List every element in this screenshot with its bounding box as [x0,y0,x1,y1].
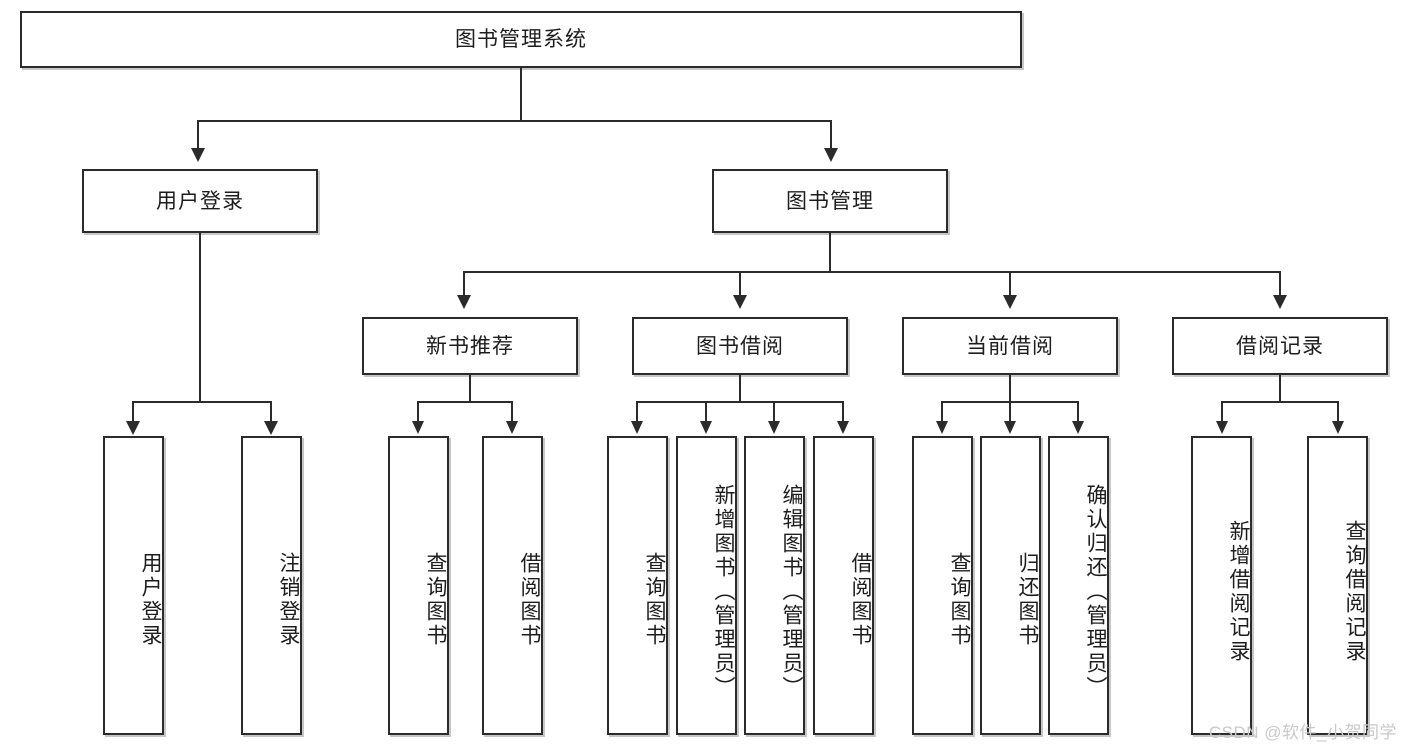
leaf-user-login[interactable]: 用户登录 [103,436,164,735]
node-label: 注销登录 [277,551,300,648]
csdn-watermark: CSDN @软件_小贺同学 [1208,723,1397,742]
arrow-to-leaf-cb-query [936,421,948,434]
arrow-to-new-book [457,295,471,309]
connector-new-book-bus [417,401,513,403]
arrow-to-leaf-user-login [126,421,140,435]
node-book-borrow[interactable]: 图书借阅 [632,317,848,375]
node-label: 当前借阅 [966,334,1054,358]
connector-to-new-book [463,271,465,295]
node-current-borrow[interactable]: 当前借阅 [902,317,1118,375]
leaf-current-borrow-query[interactable]: 查询图书 [912,436,973,735]
connector-br-branch-1 [1221,401,1223,421]
connector-bb-branch-4 [842,401,844,421]
arrow-to-leaf-br-add [1216,421,1228,434]
node-label: 新增借阅记录 [1227,519,1250,664]
node-user-login[interactable]: 用户登录 [82,169,318,233]
leaf-borrow-record-add[interactable]: 新增借阅记录 [1191,436,1252,735]
connector-new-book-stem [469,375,471,401]
node-label: 图书管理系统 [455,28,587,51]
leaf-borrow-record-query[interactable]: 查询借阅记录 [1307,436,1368,735]
connector-root-bus [197,120,832,122]
connector-user-login-stem [199,233,201,401]
node-label: 查询图书 [424,551,447,648]
node-label: 编辑图书（管理员） [780,483,803,700]
connector-user-login-bus [132,401,272,403]
arrow-to-current-borrow [1003,295,1017,309]
node-new-book-recommend[interactable]: 新书推荐 [362,317,578,375]
connector-br-branch-2 [1337,401,1339,421]
arrow-to-leaf-bb-borrow [837,421,849,434]
connector-cb-branch-2 [1009,401,1011,421]
connector-user-login-branch-1 [132,401,134,421]
node-borrow-record[interactable]: 借阅记录 [1172,317,1388,375]
connector-to-borrow-record [1279,271,1281,295]
leaf-current-borrow-confirm[interactable]: 确认归还（管理员） [1048,436,1109,735]
node-label: 借阅图书 [518,551,541,648]
arrow-to-leaf-cb-confirm [1072,421,1084,434]
connector-root-stem [520,68,522,120]
leaf-book-borrow-edit[interactable]: 编辑图书（管理员） [744,436,805,735]
node-label: 借阅记录 [1236,334,1324,358]
connector-to-book-borrow [739,271,741,295]
connector-new-book-branch-1 [417,401,419,421]
arrow-to-leaf-bb-query [631,421,643,434]
node-root-book-management-system[interactable]: 图书管理系统 [20,11,1022,68]
arrow-to-leaf-cb-return [1004,421,1016,434]
node-label: 借阅图书 [849,551,872,648]
connector-bb-branch-2 [705,401,707,421]
node-label: 查询图书 [643,551,666,648]
arrow-to-book-borrow [733,295,747,309]
leaf-logout[interactable]: 注销登录 [241,436,302,735]
leaf-book-borrow-add[interactable]: 新增图书（管理员） [676,436,737,735]
connector-borrow-record-bus [1221,401,1339,403]
node-book-management[interactable]: 图书管理 [712,169,948,233]
node-label: 查询图书 [948,551,971,648]
node-label: 用户登录 [156,189,244,213]
arrow-root-to-book-management [824,148,838,162]
arrow-to-leaf-bb-add [700,421,712,434]
connector-cb-branch-3 [1077,401,1079,421]
connector-book-management-stem [829,233,831,271]
node-label: 确认归还（管理员） [1084,483,1107,700]
arrow-to-leaf-nb-query [412,421,424,434]
node-label: 新增图书（管理员） [712,483,735,700]
arrow-to-leaf-nb-borrow [506,421,518,434]
connector-book-borrow-bus [636,401,844,403]
leaf-current-borrow-return[interactable]: 归还图书 [980,436,1041,735]
node-label: 归还图书 [1016,551,1039,648]
arrow-to-leaf-logout [264,421,278,435]
arrow-to-leaf-br-query [1332,421,1344,434]
connector-borrow-record-stem [1279,375,1281,401]
node-label: 图书管理 [786,189,874,213]
leaf-new-book-borrow[interactable]: 借阅图书 [482,436,543,735]
node-label: 图书借阅 [696,334,784,358]
node-label: 用户登录 [139,551,162,648]
leaf-book-borrow-query[interactable]: 查询图书 [607,436,668,735]
arrow-root-to-user-login [191,148,205,162]
connector-bb-branch-1 [636,401,638,421]
connector-current-borrow-stem [1009,375,1011,401]
connector-level3-bus [463,271,1279,273]
connector-cb-branch-1 [941,401,943,421]
connector-book-borrow-stem [739,375,741,401]
leaf-book-borrow-borrow[interactable]: 借阅图书 [813,436,874,735]
leaf-new-book-query[interactable]: 查询图书 [388,436,449,735]
arrow-to-leaf-bb-edit [768,421,780,434]
connector-to-current-borrow [1009,271,1011,295]
connector-user-login-branch-2 [270,401,272,421]
node-label: 查询借阅记录 [1343,519,1366,664]
connector-new-book-branch-2 [511,401,513,421]
connector-bb-branch-3 [773,401,775,421]
node-label: 新书推荐 [426,334,514,358]
connector-root-to-book-management [830,120,832,148]
arrow-to-borrow-record [1273,295,1287,309]
connector-root-to-user-login [197,120,199,148]
